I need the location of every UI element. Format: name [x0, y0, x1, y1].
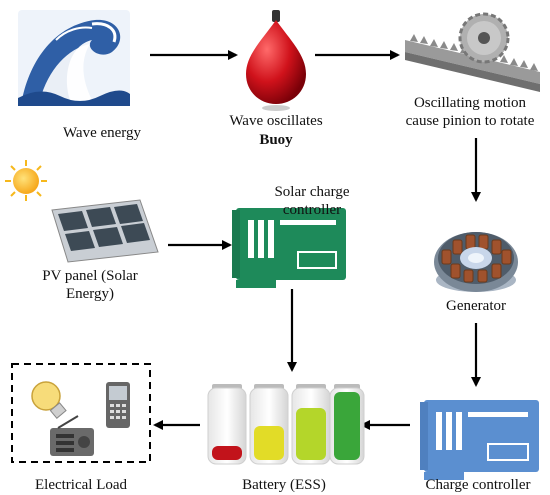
radio-icon: [50, 415, 94, 456]
charge-controller-label: Charge controller: [425, 477, 531, 493]
buoy-icon: [246, 10, 306, 111]
generator-icon: [434, 232, 518, 292]
wave-energy-label: Wave energy: [62, 125, 142, 141]
battery-cell-3: [291, 384, 331, 465]
light-bulb-icon: [31, 381, 67, 419]
wave-icon: [18, 10, 130, 106]
electrical-load-box: [11, 363, 151, 463]
oscillating-motion-label: Oscillating motion: [413, 95, 527, 111]
pv-energy-label: Energy): [65, 286, 115, 302]
pinion-rotate-label: cause pinion to rotate: [405, 113, 535, 129]
battery-label: Battery (ESS): [242, 477, 326, 493]
solar-charge-label: Solar charge: [274, 184, 350, 200]
battery-cell-1: [207, 384, 247, 465]
wave-oscillates-label: Wave oscillates: [229, 113, 323, 129]
charge-controller-icon: [420, 400, 539, 480]
solar-panel-icon: [51, 199, 159, 263]
phone-icon: [106, 382, 130, 428]
controller-label: controller: [282, 202, 342, 218]
pv-panel-label: PV panel (Solar: [42, 268, 138, 284]
solar-charge-controller-icon: [232, 208, 346, 288]
generator-label: Generator: [446, 298, 506, 314]
rack-pinion-icon: [405, 12, 540, 92]
electrical-load-label: Electrical Load: [34, 477, 128, 493]
battery-icon: [207, 384, 365, 465]
sun-icon: [5, 160, 47, 201]
battery-cell-4: [329, 384, 365, 465]
battery-cell-2: [249, 384, 289, 465]
buoy-label: Buoy: [259, 132, 293, 148]
